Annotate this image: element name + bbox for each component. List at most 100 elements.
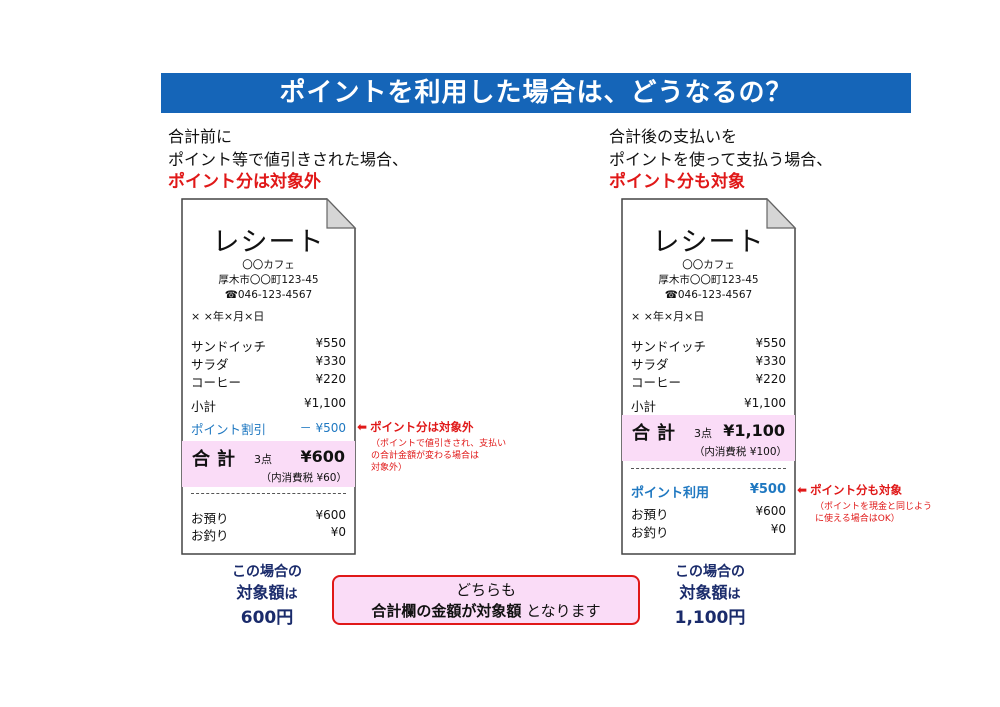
shop-name: 〇〇カフェ [242, 259, 295, 271]
arrow-left-icon: ⬅ [797, 483, 808, 497]
total-tax: （内消費税 ¥100） [693, 446, 787, 458]
item-name: コーヒー [191, 375, 242, 390]
change-label: お釣り [631, 525, 669, 540]
shop-address: 厚木市〇〇町123-45 [658, 274, 759, 286]
total-amount: ¥600 [300, 447, 345, 466]
receipt-item: コーヒー ¥220 [191, 372, 346, 391]
right-result-line1: この場合の [675, 564, 745, 580]
receipt-date: × ×年×月×日 [631, 310, 705, 323]
right-intro-highlight: ポイント分も対象 [609, 172, 745, 192]
item-name: サンドイッチ [631, 339, 707, 354]
receipt-item: サラダ ¥330 [631, 354, 786, 373]
arrow-left-icon: ⬅ [357, 420, 368, 434]
left-receipt: レシート 〇〇カフェ 厚木市〇〇町123-45 ☎046-123-4567 × … [181, 198, 357, 555]
receipt-total-box: 合計 3点 ¥600 （内消費税 ¥60） [182, 441, 355, 487]
shop-name: 〇〇カフェ [682, 259, 735, 271]
total-label: 合計 [192, 449, 242, 470]
right-result-particle: は [727, 587, 741, 602]
receipt-shop-info: 〇〇カフェ 厚木市〇〇町123-45 ☎046-123-4567 [621, 258, 796, 303]
point-use-label: ポイント利用 [631, 486, 710, 501]
deposit-label: お預り [191, 511, 229, 526]
subtotal-label: 小計 [191, 399, 217, 414]
discount-value: － ¥500 [299, 421, 346, 435]
receipt-item: サラダ ¥330 [191, 354, 346, 373]
shop-address: 厚木市〇〇町123-45 [218, 274, 319, 286]
summary-line2-rest: となります [521, 602, 601, 620]
item-price: ¥550 [315, 336, 346, 350]
left-intro-line2: ポイント等で値引きされた場合、 [168, 150, 409, 169]
right-result-target: 対象額 [679, 583, 728, 602]
left-note: ⬅ポイント分は対象外 （ポイントで値引きされ、支払い の合計金額が変わる場合は … [357, 419, 506, 474]
discount-label: ポイント割引 [191, 422, 267, 437]
receipt-change: お釣り ¥0 [631, 522, 786, 541]
item-name: サンドイッチ [191, 339, 267, 354]
item-name: サラダ [631, 357, 669, 372]
left-result-line1: この場合の [232, 564, 302, 580]
summary-box: どちらも 合計欄の金額が対象額 となります [332, 575, 640, 625]
receipt-date: × ×年×月×日 [191, 310, 265, 323]
total-tax: （内消費税 ¥60） [260, 472, 347, 484]
receipt-subtotal: 小計 ¥1,100 [191, 396, 346, 415]
summary-line2-bold: 合計欄の金額が対象額 [371, 602, 522, 620]
right-result: この場合の 対象額は 1,100円 [655, 562, 765, 630]
left-note-head: ポイント分は対象外 [370, 420, 474, 434]
total-count: 3点 [694, 427, 712, 440]
shop-phone: ☎046-123-4567 [664, 289, 753, 301]
right-receipt: レシート 〇〇カフェ 厚木市〇〇町123-45 ☎046-123-4567 × … [621, 198, 797, 555]
left-intro-line1: 合計前に [168, 127, 233, 146]
item-price: ¥220 [315, 372, 346, 386]
deposit-label: お預り [631, 507, 669, 522]
change-label: お釣り [191, 528, 229, 543]
summary-line1: どちらも [455, 581, 516, 599]
right-note-head: ポイント分も対象 [810, 483, 903, 497]
change-value: ¥0 [330, 525, 346, 539]
item-price: ¥330 [755, 354, 786, 368]
receipt-divider [631, 468, 786, 469]
receipt-change: お釣り ¥0 [191, 525, 346, 544]
total-count: 3点 [254, 453, 272, 466]
subtotal-value: ¥1,100 [744, 396, 786, 410]
right-intro-line2: ポイントを使って支払う場合、 [609, 150, 833, 169]
shop-phone: ☎046-123-4567 [224, 289, 313, 301]
change-value: ¥0 [770, 522, 786, 536]
deposit-value: ¥600 [315, 508, 346, 522]
left-result-amount: 600円 [240, 608, 294, 628]
item-price: ¥550 [755, 336, 786, 350]
left-note-sub3: 対象外） [371, 463, 408, 473]
deposit-value: ¥600 [755, 504, 786, 518]
receipt-item: サンドイッチ ¥550 [191, 336, 346, 355]
receipt-deposit: お預り ¥600 [631, 504, 786, 523]
receipt-divider [191, 493, 346, 494]
item-price: ¥220 [755, 372, 786, 386]
left-result-target: 対象額 [236, 583, 285, 602]
point-use-value: ¥500 [749, 482, 786, 497]
right-note-sub1: （ポイントを現金と同じよう [815, 502, 933, 512]
subtotal-label: 小計 [631, 399, 657, 414]
receipt-shop-info: 〇〇カフェ 厚木市〇〇町123-45 ☎046-123-4567 [181, 258, 356, 303]
receipt-subtotal: 小計 ¥1,100 [631, 396, 786, 415]
receipt-title: レシート [652, 227, 765, 258]
left-intro-highlight: ポイント分は対象外 [168, 172, 321, 192]
receipt-point-use: ポイント利用 ¥500 [631, 482, 786, 501]
right-intro: 合計後の支払いを ポイントを使って支払う場合、 ポイント分も対象 [609, 125, 832, 194]
left-result: この場合の 対象額は 600円 [212, 562, 322, 630]
left-result-particle: は [284, 587, 298, 602]
receipt-paper-icon [621, 198, 797, 555]
item-name: コーヒー [631, 375, 682, 390]
receipt-item: サンドイッチ ¥550 [631, 336, 786, 355]
left-note-sub2: の合計金額が変わる場合は [371, 451, 480, 461]
total-amount: ¥1,100 [723, 421, 785, 440]
item-name: サラダ [191, 357, 229, 372]
right-note: ⬅ポイント分も対象 （ポイントを現金と同じよう に使える場合はOK） [797, 482, 932, 525]
total-label: 合計 [632, 423, 682, 444]
left-intro: 合計前に ポイント等で値引きされた場合、 ポイント分は対象外 [168, 125, 408, 194]
receipt-total-box: 合計 3点 ¥1,100 （内消費税 ¥100） [622, 415, 795, 461]
right-result-amount: 1,100円 [674, 608, 746, 628]
receipt-title: レシート [212, 227, 325, 258]
right-note-sub2: に使える場合はOK） [815, 514, 900, 524]
receipt-point-discount: ポイント割引 － ¥500 [191, 419, 346, 438]
left-note-sub1: （ポイントで値引きされ、支払い [371, 439, 507, 449]
subtotal-value: ¥1,100 [304, 396, 346, 410]
item-price: ¥330 [315, 354, 346, 368]
receipt-item: コーヒー ¥220 [631, 372, 786, 391]
